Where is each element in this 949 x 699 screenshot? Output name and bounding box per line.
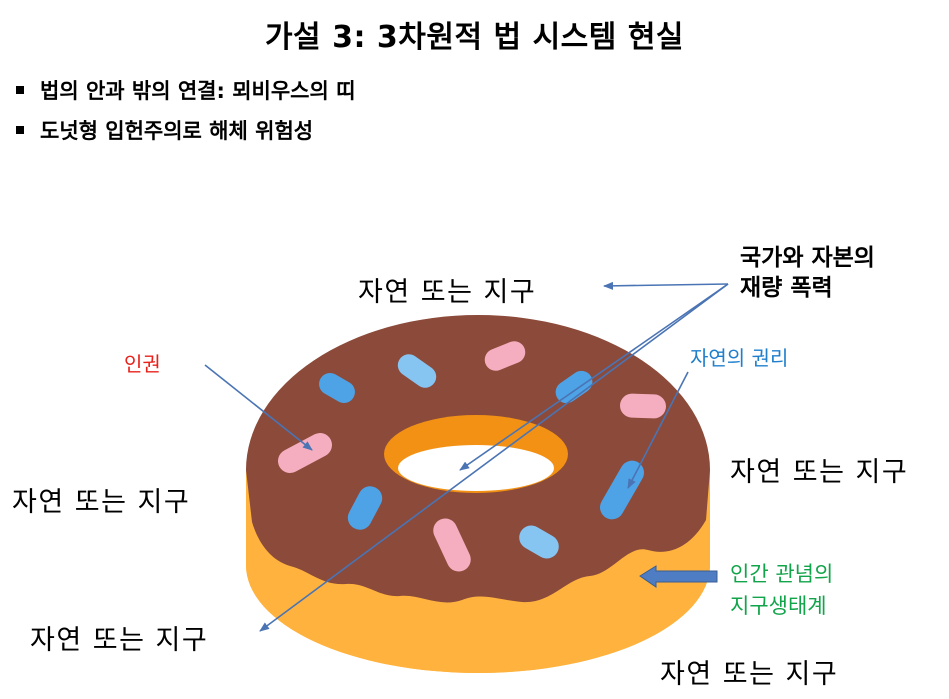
sprinkle-pink [620,393,666,419]
sprinkle-pink [277,433,333,473]
sprinkle-light-blue [519,525,559,559]
sprinkle-blue [600,460,644,520]
page-title: 가설 3: 3차원적 법 시스템 현실 [264,20,685,55]
label-ecosystem-line2: 지구생태계 [730,594,827,618]
label-earth-left: 자연 또는 지구 [12,487,191,518]
bullet-item: 법의 안과 밖의 연결: 뫼비우스의 띠 [12,70,355,110]
arrow-violence-to-hole [459,283,729,471]
sprinkle-blue [555,370,593,404]
label-violence-line2: 재량 폭력 [740,275,833,301]
sprinkle-pink [433,518,471,572]
sprinkles [277,341,666,572]
sprinkle-pink [484,341,526,371]
label-violence-line1: 국가와 자본의 [740,245,875,271]
left-block-arrow-icon [639,565,718,588]
donut-hole [398,445,554,491]
label-ecosystem-line1: 인간 관념의 [730,562,834,586]
arrow-human-rights-to-sprinkle [204,364,313,451]
arrow-violence-to-earth-bottom-left [259,283,729,632]
label-nature-rights: 자연의 권리 [690,346,789,370]
arrow-nature-rights-to-sprinkle [627,371,689,489]
arrows [204,281,729,632]
sprinkle-blue [347,486,383,530]
bullet-list: 법의 안과 밖의 연결: 뫼비우스의 띠 도넛형 입헌주의로 해체 위험성 [12,70,355,150]
label-earth-bottom-right: 자연 또는 지구 [660,659,839,690]
bullet-item: 도넛형 입헌주의로 해체 위험성 [12,110,355,150]
sprinkle-blue [319,373,355,403]
label-earth-right: 자연 또는 지구 [730,457,909,488]
sprinkle-light-blue [397,354,437,388]
bullet-text: 법의 안과 밖의 연결: 뫼비우스의 띠 [40,79,356,103]
arrow-violence-to-earth-top [603,281,729,290]
label-human-rights: 인권 [124,352,161,376]
square-bullet-icon [16,86,24,94]
label-earth-bottom-left: 자연 또는 지구 [30,625,209,656]
square-bullet-icon [16,126,24,134]
label-earth-top: 자연 또는 지구 [358,277,537,308]
bullet-text: 도넛형 입헌주의로 해체 위험성 [40,119,314,143]
